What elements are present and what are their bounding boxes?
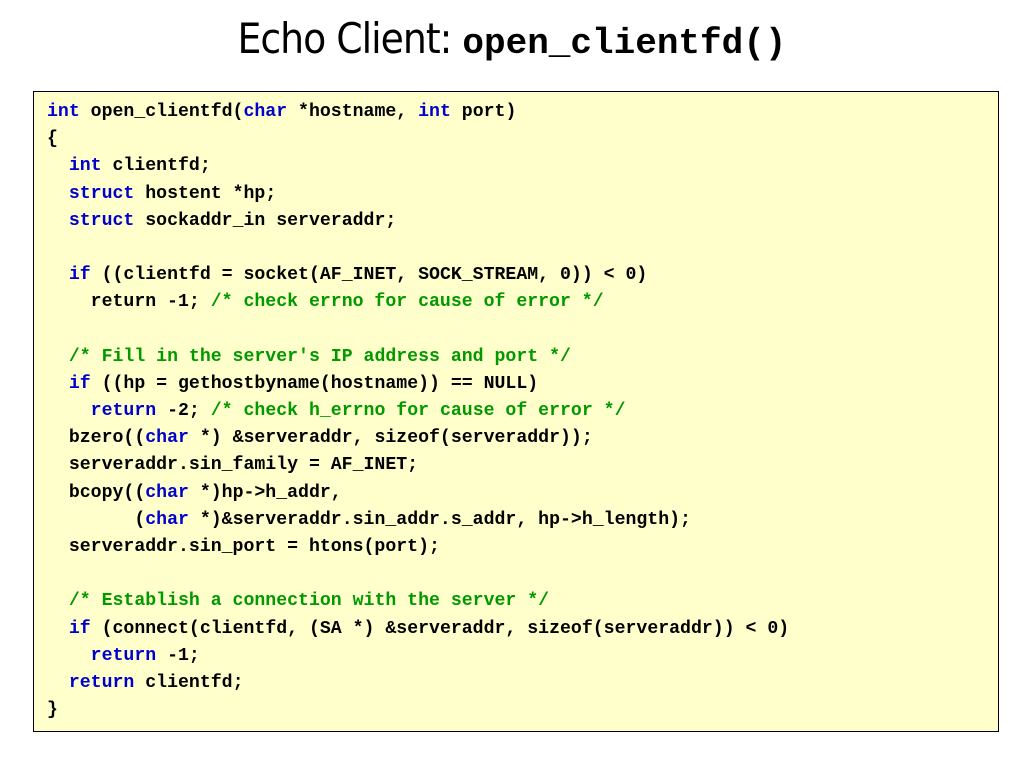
code-comment: /* Establish a connection with the serve…: [68, 591, 550, 612]
code-text: [47, 347, 69, 367]
code-line: serveraddr.sin_port = htons(port);: [47, 534, 998, 561]
slide-title-function-name: open_clientfd(): [462, 23, 787, 64]
code-text: serveraddr.sin_port = htons(port);: [47, 537, 440, 557]
code-keyword: char: [243, 102, 288, 122]
code-text: (: [47, 509, 146, 530]
code-keyword: char: [145, 509, 189, 530]
code-line: return clientfd;: [47, 670, 998, 697]
code-text: [47, 184, 69, 204]
code-line: return -2; /* check h_errno for cause of…: [47, 398, 998, 425]
code-keyword: struct: [68, 183, 135, 204]
code-text: serveraddr.sin_family = AF_INET;: [47, 455, 419, 476]
slide-title: Echo Client: open_clientfd(): [0, 14, 1024, 64]
code-line: if ((clientfd = socket(AF_INET, SOCK_STR…: [47, 262, 998, 289]
code-text: [47, 374, 69, 394]
code-keyword: return: [90, 401, 157, 422]
code-keyword: if: [68, 265, 91, 286]
code-line: struct sockaddr_in serveraddr;: [47, 208, 998, 235]
code-keyword: int: [47, 102, 80, 122]
code-text: -2;: [156, 401, 211, 422]
code-text: *)hp->h_addr,: [188, 482, 342, 503]
code-line: (char *)&serveraddr.sin_addr.s_addr, hp-…: [47, 507, 998, 534]
code-line: /* Establish a connection with the serve…: [47, 588, 998, 615]
code-text: [47, 646, 91, 666]
code-keyword: if: [68, 373, 91, 394]
code-text: hostent *hp;: [134, 183, 277, 204]
code-keyword: struct: [68, 210, 135, 231]
code-comment: /* check h_errno for cause of error */: [210, 401, 626, 422]
code-comment: /* Fill in the server's IP address and p…: [68, 346, 571, 367]
code-text: [47, 619, 69, 639]
slide-title-text: Echo Client:: [237, 14, 463, 63]
code-keyword: if: [68, 618, 91, 639]
code-line: return -1; /* check errno for cause of e…: [47, 289, 998, 316]
code-text: port): [450, 102, 517, 122]
code-text: clientfd;: [101, 156, 211, 177]
code-text: clientfd;: [134, 672, 244, 693]
code-keyword: return: [68, 672, 135, 693]
code-text: [47, 211, 69, 231]
code-text: }: [47, 700, 58, 721]
code-text: *hostname,: [287, 102, 419, 122]
code-text: [47, 591, 69, 611]
code-text: ((clientfd = socket(AF_INET, SOCK_STREAM…: [90, 265, 648, 286]
code-line: [47, 235, 998, 262]
code-comment: /* check errno for cause of error */: [210, 292, 604, 313]
code-line: [47, 317, 998, 344]
code-line: [47, 561, 998, 588]
code-keyword: return: [90, 645, 157, 666]
code-text: open_clientfd(: [79, 102, 244, 122]
code-line: return -1;: [47, 643, 998, 670]
code-text: -1;: [156, 645, 200, 666]
code-text: (connect(clientfd, (SA *) &serveraddr, s…: [90, 618, 790, 639]
code-keyword: int: [418, 102, 451, 122]
code-text: return -1;: [47, 292, 211, 313]
code-line: int clientfd;: [47, 153, 998, 180]
code-text: bcopy((: [47, 482, 146, 503]
code-listing: int open_clientfd(char *hostname, int po…: [33, 91, 999, 732]
code-keyword: char: [145, 428, 189, 449]
code-keyword: char: [145, 482, 189, 503]
code-line: if ((hp = gethostbyname(hostname)) == NU…: [47, 371, 998, 398]
code-text: bzero((: [47, 428, 146, 449]
code-line: if (connect(clientfd, (SA *) &serveraddr…: [47, 616, 998, 643]
code-text: [47, 673, 69, 693]
code-line: {: [47, 126, 998, 153]
code-text: *)&serveraddr.sin_addr.s_addr, hp->h_len…: [188, 509, 691, 530]
code-keyword: int: [68, 156, 102, 177]
code-line: bzero((char *) &serveraddr, sizeof(serve…: [47, 425, 998, 452]
code-text: *) &serveraddr, sizeof(serveraddr));: [188, 428, 593, 449]
code-text: [47, 265, 69, 285]
code-line: struct hostent *hp;: [47, 181, 998, 208]
code-text: [47, 156, 69, 176]
code-line: }: [47, 697, 998, 724]
code-text: ((hp = gethostbyname(hostname)) == NULL): [90, 373, 539, 394]
code-text: {: [47, 129, 58, 150]
code-text: sockaddr_in serveraddr;: [134, 210, 397, 231]
code-line: /* Fill in the server's IP address and p…: [47, 344, 998, 371]
code-line: bcopy((char *)hp->h_addr,: [47, 480, 998, 507]
code-line: int open_clientfd(char *hostname, int po…: [47, 99, 998, 126]
code-line: serveraddr.sin_family = AF_INET;: [47, 452, 998, 479]
code-text: [47, 401, 91, 421]
